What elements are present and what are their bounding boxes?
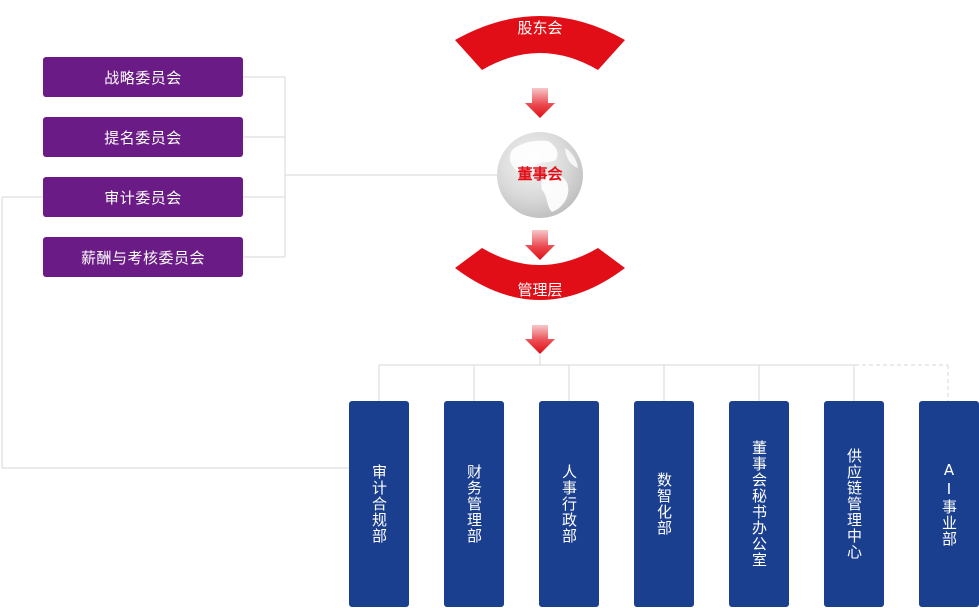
board-label: 董事会 xyxy=(517,165,563,183)
committee-nomination: 提名委员会 xyxy=(43,117,243,157)
committee-strategy: 战略委员会 xyxy=(43,57,243,97)
dept-supply-chain: 供应链管理中心 xyxy=(824,401,884,607)
dept-label: 人事行政部 xyxy=(560,464,578,544)
dept-finance: 财务管理部 xyxy=(444,401,504,607)
dept-digital: 数智化部 xyxy=(634,401,694,607)
management-arc xyxy=(455,248,625,300)
management-label: 管理层 xyxy=(517,281,563,299)
dept-audit-compliance: 审计合规部 xyxy=(349,401,409,607)
shareholders-arc xyxy=(455,16,625,70)
dept-label: 审计合规部 xyxy=(370,464,388,544)
globe-icon xyxy=(497,132,583,218)
committee-audit: 审计委员会 xyxy=(43,177,243,217)
dept-label: 供应链管理中心 xyxy=(845,448,863,560)
down-arrow-icon xyxy=(525,88,555,354)
dept-label: 财务管理部 xyxy=(465,464,483,544)
dept-label: AI事业部 xyxy=(940,461,958,547)
dept-label: 数智化部 xyxy=(655,472,673,536)
dept-ai: AI事业部 xyxy=(919,401,979,607)
committee-remuneration: 薪酬与考核委员会 xyxy=(43,237,243,277)
dept-label: 董事会秘书办公室 xyxy=(750,440,768,568)
shareholders-label: 股东会 xyxy=(517,19,563,37)
dept-board-secretary: 董事会秘书办公室 xyxy=(729,401,789,607)
dept-hr-admin: 人事行政部 xyxy=(539,401,599,607)
